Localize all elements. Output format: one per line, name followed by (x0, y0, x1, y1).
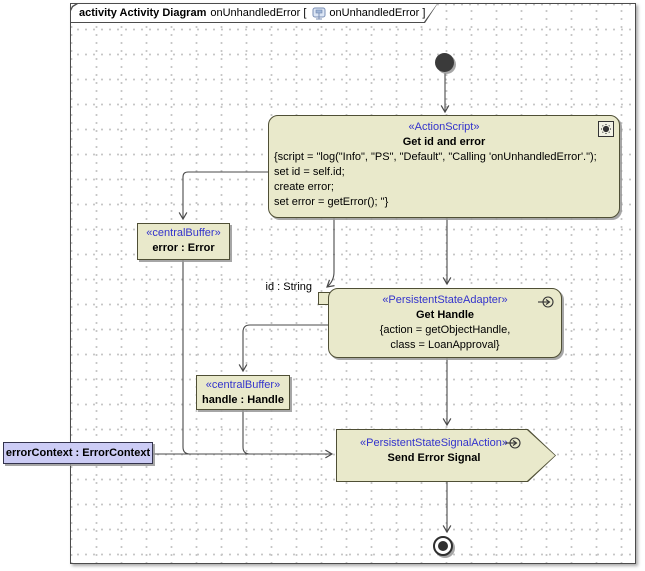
activity-diagram-icon (312, 7, 326, 20)
script-line: {script = "log("Info", "PS", "Default", … (274, 151, 597, 163)
stereotype-label: «centralBuffer» (205, 379, 281, 391)
diagram-ref-label: onUnhandledError ] (329, 7, 426, 19)
parameter-label: errorContext : ErrorContext (5, 447, 151, 459)
send-error-signal-action[interactable]: «PersistentStateSignalAction» Send Error… (336, 429, 556, 482)
action-name: Get Handle (415, 309, 475, 321)
stereotype-label: «centralBuffer» (146, 227, 221, 239)
action-name: Get id and error (402, 136, 486, 148)
stereotype-label: «PersistentStateAdapter» (382, 294, 508, 306)
buffer-name: handle : Handle (202, 394, 284, 406)
signal-stereotype-icon (505, 436, 521, 450)
central-buffer-error[interactable]: «centralBuffer» error : Error (137, 223, 230, 260)
pin-label: id : String (265, 281, 312, 293)
initial-node[interactable] (435, 53, 454, 72)
activity-frame (70, 3, 636, 564)
stereotype-label: «ActionScript» (408, 121, 480, 133)
action-name: Send Error Signal (387, 452, 481, 464)
script-gear-icon (598, 121, 614, 137)
script-line: set error = getError(); "} (274, 196, 389, 208)
parameter-error-context[interactable]: errorContext : ErrorContext (3, 442, 153, 464)
diagram-kind-label: activity Activity Diagram (79, 7, 207, 19)
adapter-stereotype-icon (538, 295, 554, 309)
action-get-handle[interactable]: «PersistentStateAdapter» Get Handle {act… (328, 288, 562, 358)
stereotype-label: «PersistentStateSignalAction» (360, 437, 508, 449)
activity-final-node[interactable] (433, 536, 453, 556)
script-line: create error; (274, 181, 334, 193)
constraint-line: class = LoanApproval} (390, 339, 500, 351)
central-buffer-handle[interactable]: «centralBuffer» handle : Handle (196, 375, 290, 410)
diagram-name-label: onUnhandledError [ (210, 7, 307, 19)
buffer-name: error : Error (152, 242, 215, 254)
script-line: set id = self.id; (274, 166, 345, 178)
constraint-line: {action = getObjectHandle, (379, 324, 511, 336)
action-get-id-and-error[interactable]: «ActionScript» Get id and error {script … (268, 115, 620, 218)
diagram-title-tab[interactable]: activity Activity Diagram onUnhandledErr… (70, 3, 438, 23)
